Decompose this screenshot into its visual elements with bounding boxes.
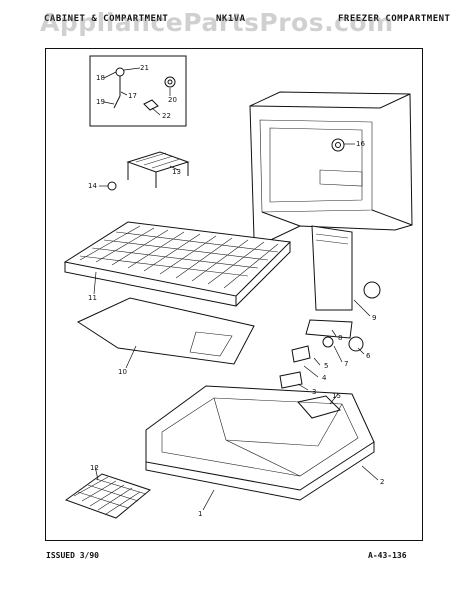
leader-lines xyxy=(93,67,379,511)
callout-14: 14 xyxy=(88,182,97,190)
callout-16: 16 xyxy=(356,140,365,148)
floor-panel xyxy=(76,297,255,365)
callout-1: 1 xyxy=(198,510,202,518)
light-socket-assembly xyxy=(113,67,176,111)
inset-box xyxy=(89,55,187,127)
freezer-liner xyxy=(145,385,375,501)
footer-code: A-43-136 xyxy=(368,551,407,560)
diagram-frame xyxy=(45,48,423,541)
header-model: NK1VA xyxy=(216,14,246,24)
callout-20: 20 xyxy=(168,96,177,104)
callout-19: 19 xyxy=(96,98,105,106)
wire-shelf xyxy=(63,221,292,307)
callout-3: 3 xyxy=(312,388,316,396)
callout-6: 6 xyxy=(366,352,371,360)
callout-4: 4 xyxy=(322,374,327,382)
ice-cube-tray xyxy=(64,473,152,519)
callout-10: 10 xyxy=(118,368,127,376)
callout-8: 8 xyxy=(338,334,342,342)
callout-22: 22 xyxy=(162,112,171,120)
callout-7: 7 xyxy=(344,360,348,368)
header-title-right: FREEZER COMPARTMENT xyxy=(338,14,451,24)
callout-13: 13 xyxy=(172,168,181,176)
watermark: AppliancePartsPros.com xyxy=(40,8,394,37)
callout-2: 2 xyxy=(380,478,384,486)
callout-11: 11 xyxy=(88,294,97,302)
duct-cover xyxy=(279,225,381,389)
shelf-bracket xyxy=(126,151,190,188)
callout-12: 12 xyxy=(90,464,99,472)
callout-17: 17 xyxy=(128,92,137,100)
header-title-left: CABINET & COMPARTMENT xyxy=(44,14,169,24)
callout-21: 21 xyxy=(140,64,149,72)
freezer-cabinet xyxy=(249,91,413,246)
callout-9: 9 xyxy=(372,314,376,322)
callout-18: 18 xyxy=(96,74,105,82)
callout-5: 5 xyxy=(324,362,328,370)
tray-knob xyxy=(107,181,117,191)
footer-issued: ISSUED 3/90 xyxy=(46,551,99,560)
